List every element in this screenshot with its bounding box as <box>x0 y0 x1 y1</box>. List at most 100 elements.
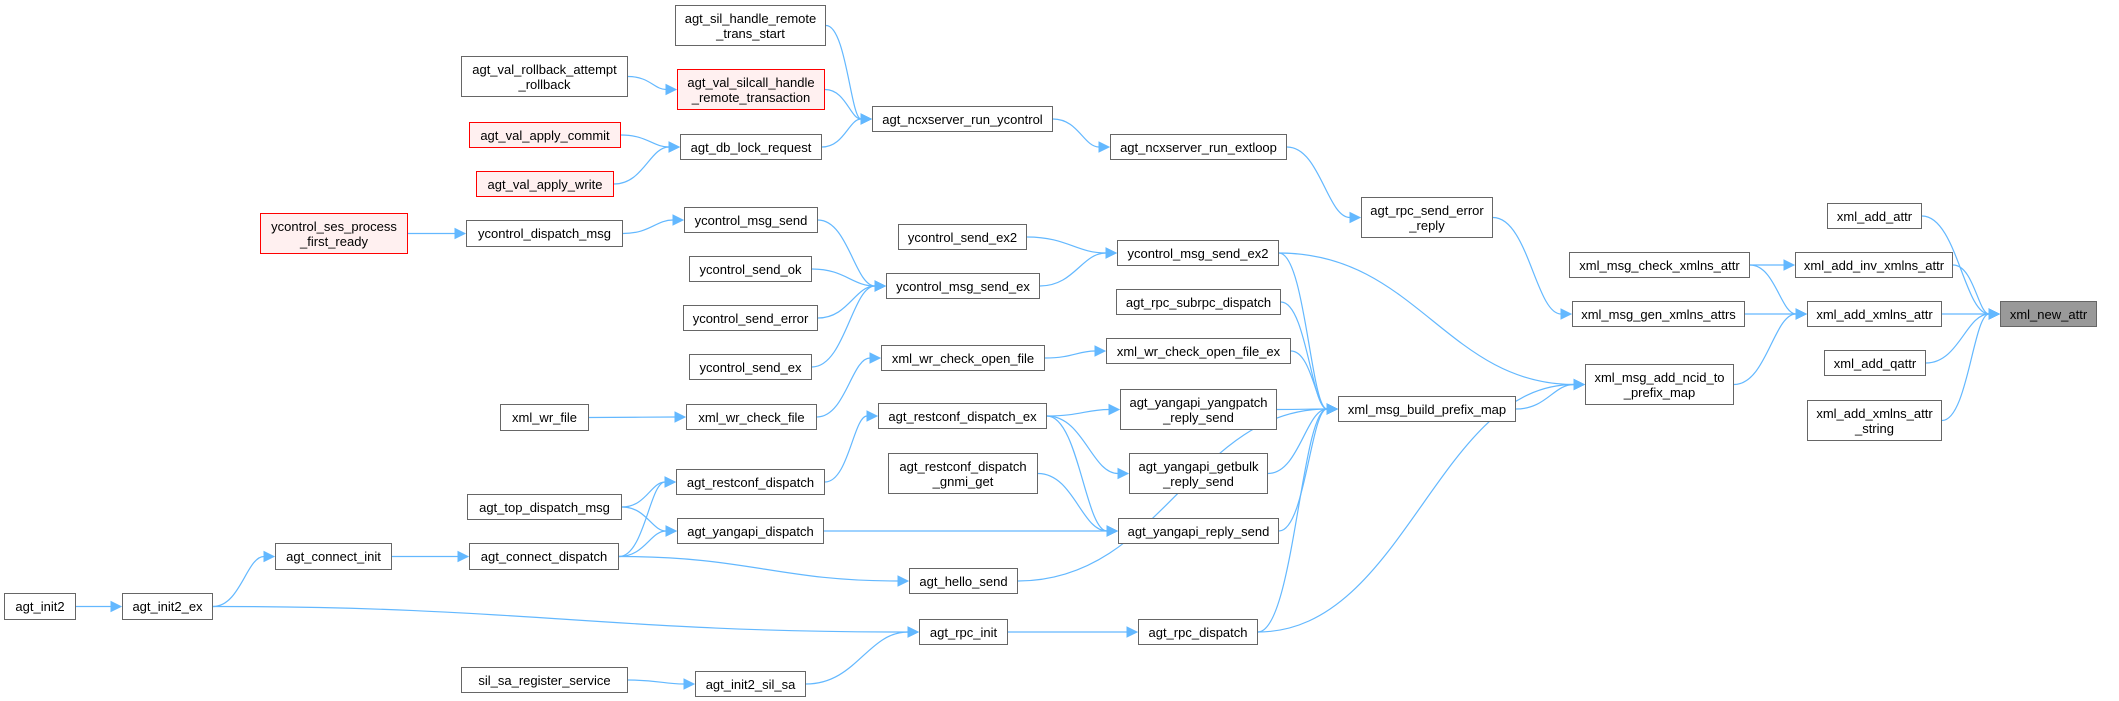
edge-xml_wr_check_file-to-xml_wr_check_open_file <box>816 357 871 418</box>
edge-agt_restconf_dispatch_ex-to-agt_yangapi_getbulk_reply_send <box>1046 415 1119 475</box>
edge-xml_wr_check_open_file_ex-to-xml_msg_build_prefix_map <box>1290 350 1328 410</box>
edge-ycontrol_send_ok-to-ycontrol_msg_send_ex <box>811 268 876 287</box>
node-agt-yangapi-dispatch[interactable]: agt_yangapi_dispatch <box>677 518 824 544</box>
node-agt-rpc-send-error-reply[interactable]: agt_rpc_send_error _reply <box>1361 197 1493 238</box>
arrowhead-icon <box>1560 308 1573 320</box>
node-xml-wr-check-file[interactable]: xml_wr_check_file <box>686 404 817 430</box>
arrowhead-icon <box>1126 626 1139 638</box>
node-xml-wr-check-open-file[interactable]: xml_wr_check_open_file <box>881 345 1045 371</box>
node-agt-init2-sil-sa[interactable]: agt_init2_sil_sa <box>695 671 806 697</box>
edge-ycontrol_send_ex-to-ycontrol_msg_send_ex <box>811 285 876 368</box>
arrowhead-icon <box>672 214 685 226</box>
arrowhead-icon <box>668 141 681 153</box>
node-agt-db-lock-request[interactable]: agt_db_lock_request <box>680 134 822 160</box>
node-agt-yangapi-reply-send[interactable]: agt_yangapi_reply_send <box>1118 518 1279 544</box>
node-sil-sa-register-service[interactable]: sil_sa_register_service <box>461 667 628 693</box>
node-agt-val-rollback-attempt-rollback[interactable]: agt_val_rollback_attempt _rollback <box>461 56 628 97</box>
node-ycontrol-send-ex[interactable]: ycontrol_send_ex <box>689 354 812 380</box>
node-agt-val-silcall-handle-remote-transaction[interactable]: agt_val_silcall_handle _remote_transacti… <box>677 69 825 110</box>
arrowhead-icon <box>869 352 882 364</box>
node-ycontrol-send-ok[interactable]: ycontrol_send_ok <box>689 256 812 282</box>
edge-agt_db_lock_request-to-agt_ncxserver_run_ycontrol <box>821 118 862 148</box>
node-agt-yangapi-yangpatch-reply-send[interactable]: agt_yangapi_yangpatch _reply_send <box>1120 389 1277 430</box>
node-agt-rpc-subrpc-dispatch[interactable]: agt_rpc_subrpc_dispatch <box>1116 289 1281 315</box>
node-agt-init2[interactable]: agt_init2 <box>4 593 76 620</box>
node-ycontrol-send-ex2[interactable]: ycontrol_send_ex2 <box>898 224 1027 250</box>
node-ycontrol-msg-send-ex2[interactable]: ycontrol_msg_send_ex2 <box>1117 240 1279 266</box>
edge-ycontrol_send_ex2-to-ycontrol_msg_send_ex2 <box>1026 236 1107 254</box>
edge-agt_yangapi_reply_send-to-xml_msg_build_prefix_map <box>1278 408 1328 532</box>
node-agt-yangapi-getbulk-reply-send[interactable]: agt_yangapi_getbulk _reply_send <box>1129 453 1268 494</box>
arrowhead-icon <box>1988 308 2001 320</box>
node-agt-connect-init[interactable]: agt_connect_init <box>275 543 392 570</box>
arrowhead-icon <box>1105 247 1118 259</box>
node-agt-ncxserver-run-ycontrol[interactable]: agt_ncxserver_run_ycontrol <box>872 106 1053 132</box>
node-xml-add-qattr[interactable]: xml_add_qattr <box>1824 350 1926 376</box>
node-xml-new-attr-focus: xml_new_attr <box>2000 301 2097 327</box>
node-xml-msg-build-prefix-map[interactable]: xml_msg_build_prefix_map <box>1338 396 1516 422</box>
arrowhead-icon <box>866 410 879 422</box>
edge-sil_sa_register_service-to-agt_init2_sil_sa <box>627 679 685 685</box>
arrowhead-icon <box>664 476 677 488</box>
node-agt-restconf-dispatch-gnmi-get[interactable]: agt_restconf_dispatch _gnmi_get <box>888 453 1038 494</box>
edge-agt_yangapi_yangpatch_reply_send-to-xml_msg_build_prefix_map <box>1276 408 1328 411</box>
edge-agt_init2_ex-to-agt_connect_init <box>212 555 265 608</box>
node-xml-add-attr[interactable]: xml_add_attr <box>1827 203 1922 229</box>
arrowhead-icon <box>1094 345 1107 357</box>
node-agt-rpc-init[interactable]: agt_rpc_init <box>919 619 1008 645</box>
edge-agt_hello_send-to-xml_msg_build_prefix_map <box>1017 408 1328 582</box>
edge-agt_restconf_dispatch_ex-to-agt_yangapi_reply_send <box>1046 415 1108 532</box>
arrowhead-icon <box>1783 259 1796 271</box>
arrowhead-icon <box>1349 211 1362 224</box>
edge-ycontrol_msg_send_ex-to-ycontrol_msg_send_ex2 <box>1039 252 1107 287</box>
arrowhead-icon <box>1573 378 1586 391</box>
node-agt-hello-send[interactable]: agt_hello_send <box>909 568 1018 594</box>
edge-agt_yangapi_getbulk_reply_send-to-xml_msg_build_prefix_map <box>1267 408 1328 475</box>
node-ycontrol-dispatch-msg[interactable]: ycontrol_dispatch_msg <box>466 220 623 247</box>
edge-agt_val_apply_commit-to-agt_db_lock_request <box>620 134 670 148</box>
node-agt-ncxserver-run-extloop[interactable]: agt_ncxserver_run_extloop <box>1110 134 1287 160</box>
node-xml-wr-file[interactable]: xml_wr_file <box>500 404 589 431</box>
arrowhead-icon <box>454 227 467 240</box>
node-ycontrol-msg-send-ex[interactable]: ycontrol_msg_send_ex <box>886 273 1040 299</box>
node-ycontrol-msg-send[interactable]: ycontrol_msg_send <box>684 207 818 233</box>
node-xml-msg-add-ncid-to-prefix-map[interactable]: xml_msg_add_ncid_to _prefix_map <box>1585 364 1734 405</box>
edge-ycontrol_dispatch_msg-to-ycontrol_msg_send <box>622 219 674 235</box>
arrowhead-icon <box>907 626 920 638</box>
arrowhead-icon <box>1326 403 1339 415</box>
node-agt-restconf-dispatch-ex[interactable]: agt_restconf_dispatch_ex <box>878 403 1047 429</box>
arrowhead-icon <box>860 113 873 125</box>
arrowhead-icon <box>665 525 678 537</box>
node-xml-add-inv-xmlns-attr[interactable]: xml_add_inv_xmlns_attr <box>1795 252 1953 278</box>
node-agt-sil-handle-remote-trans-start[interactable]: agt_sil_handle_remote _trans_start <box>675 5 826 46</box>
node-agt-val-apply-write[interactable]: agt_val_apply_write <box>476 171 614 197</box>
edge-agt_connect_dispatch-to-agt_yangapi_dispatch <box>618 530 667 558</box>
edge-xml_msg_check_xmlns_attr-to-xml_add_xmlns_attr <box>1749 264 1797 315</box>
node-ycontrol-send-error[interactable]: ycontrol_send_error <box>683 305 818 331</box>
node-agt-rpc-dispatch[interactable]: agt_rpc_dispatch <box>1138 619 1258 645</box>
node-xml-add-xmlns-attr-string[interactable]: xml_add_xmlns_attr _string <box>1807 400 1942 441</box>
node-ycontrol-ses-process-first-ready[interactable]: ycontrol_ses_process _first_ready <box>260 213 408 254</box>
arrowhead-icon <box>665 83 678 96</box>
node-agt-connect-dispatch[interactable]: agt_connect_dispatch <box>469 543 619 570</box>
edge-agt_ncxserver_run_ycontrol-to-agt_ncxserver_run_extloop <box>1052 118 1100 148</box>
node-xml-add-xmlns-attr[interactable]: xml_add_xmlns_attr <box>1807 301 1942 327</box>
arrowhead-icon <box>263 550 276 563</box>
edge-xml_add_attr-to-xml_new_attr <box>1921 215 1990 315</box>
node-xml-msg-check-xmlns-attr[interactable]: xml_msg_check_xmlns_attr <box>1569 252 1750 278</box>
edge-agt_rpc_dispatch-to-xml_msg_add_ncid_to_prefix_map <box>1257 383 1575 633</box>
node-agt-val-apply-commit[interactable]: agt_val_apply_commit <box>469 122 621 148</box>
node-agt-init2-ex[interactable]: agt_init2_ex <box>122 593 213 620</box>
node-xml-wr-check-open-file-ex[interactable]: xml_wr_check_open_file_ex <box>1106 338 1291 364</box>
node-xml-msg-gen-xmlns-attrs[interactable]: xml_msg_gen_xmlns_attrs <box>1572 301 1745 327</box>
edge-ycontrol_msg_send_ex2-to-xml_msg_build_prefix_map <box>1278 252 1328 410</box>
edge-agt_sil_handle_remote_trans_start-to-agt_ncxserver_run_ycontrol <box>825 24 862 120</box>
node-agt-restconf-dispatch[interactable]: agt_restconf_dispatch <box>676 469 825 495</box>
edge-agt_ncxserver_run_extloop-to-agt_rpc_send_error_reply <box>1286 146 1351 219</box>
node-agt-top-dispatch-msg[interactable]: agt_top_dispatch_msg <box>467 494 622 520</box>
arrowhead-icon <box>1795 308 1808 320</box>
arrowhead-icon <box>897 575 910 587</box>
edge-agt_val_apply_write-to-agt_db_lock_request <box>613 146 670 185</box>
